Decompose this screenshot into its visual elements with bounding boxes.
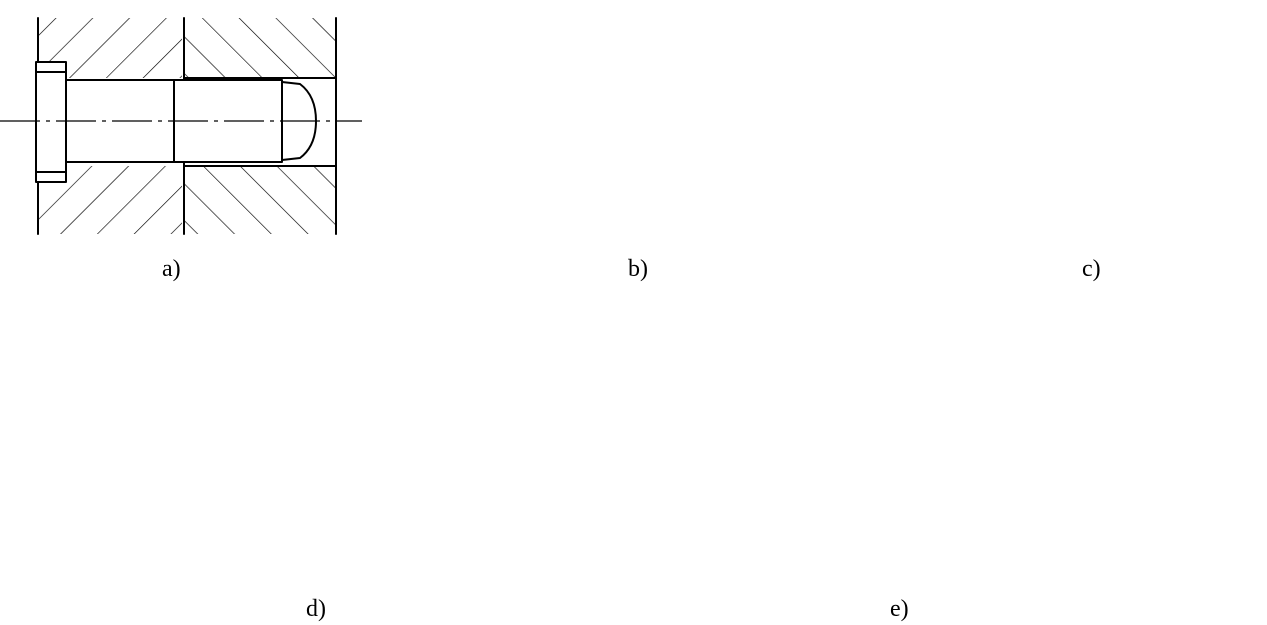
panel-label-d: d) (306, 596, 326, 622)
panel-a (0, 17, 362, 235)
panel-label-b: b) (628, 256, 648, 282)
panel-label-c: c) (1082, 256, 1101, 282)
panel-label-e: e) (890, 596, 909, 622)
panel-label-a: a) (162, 256, 181, 282)
